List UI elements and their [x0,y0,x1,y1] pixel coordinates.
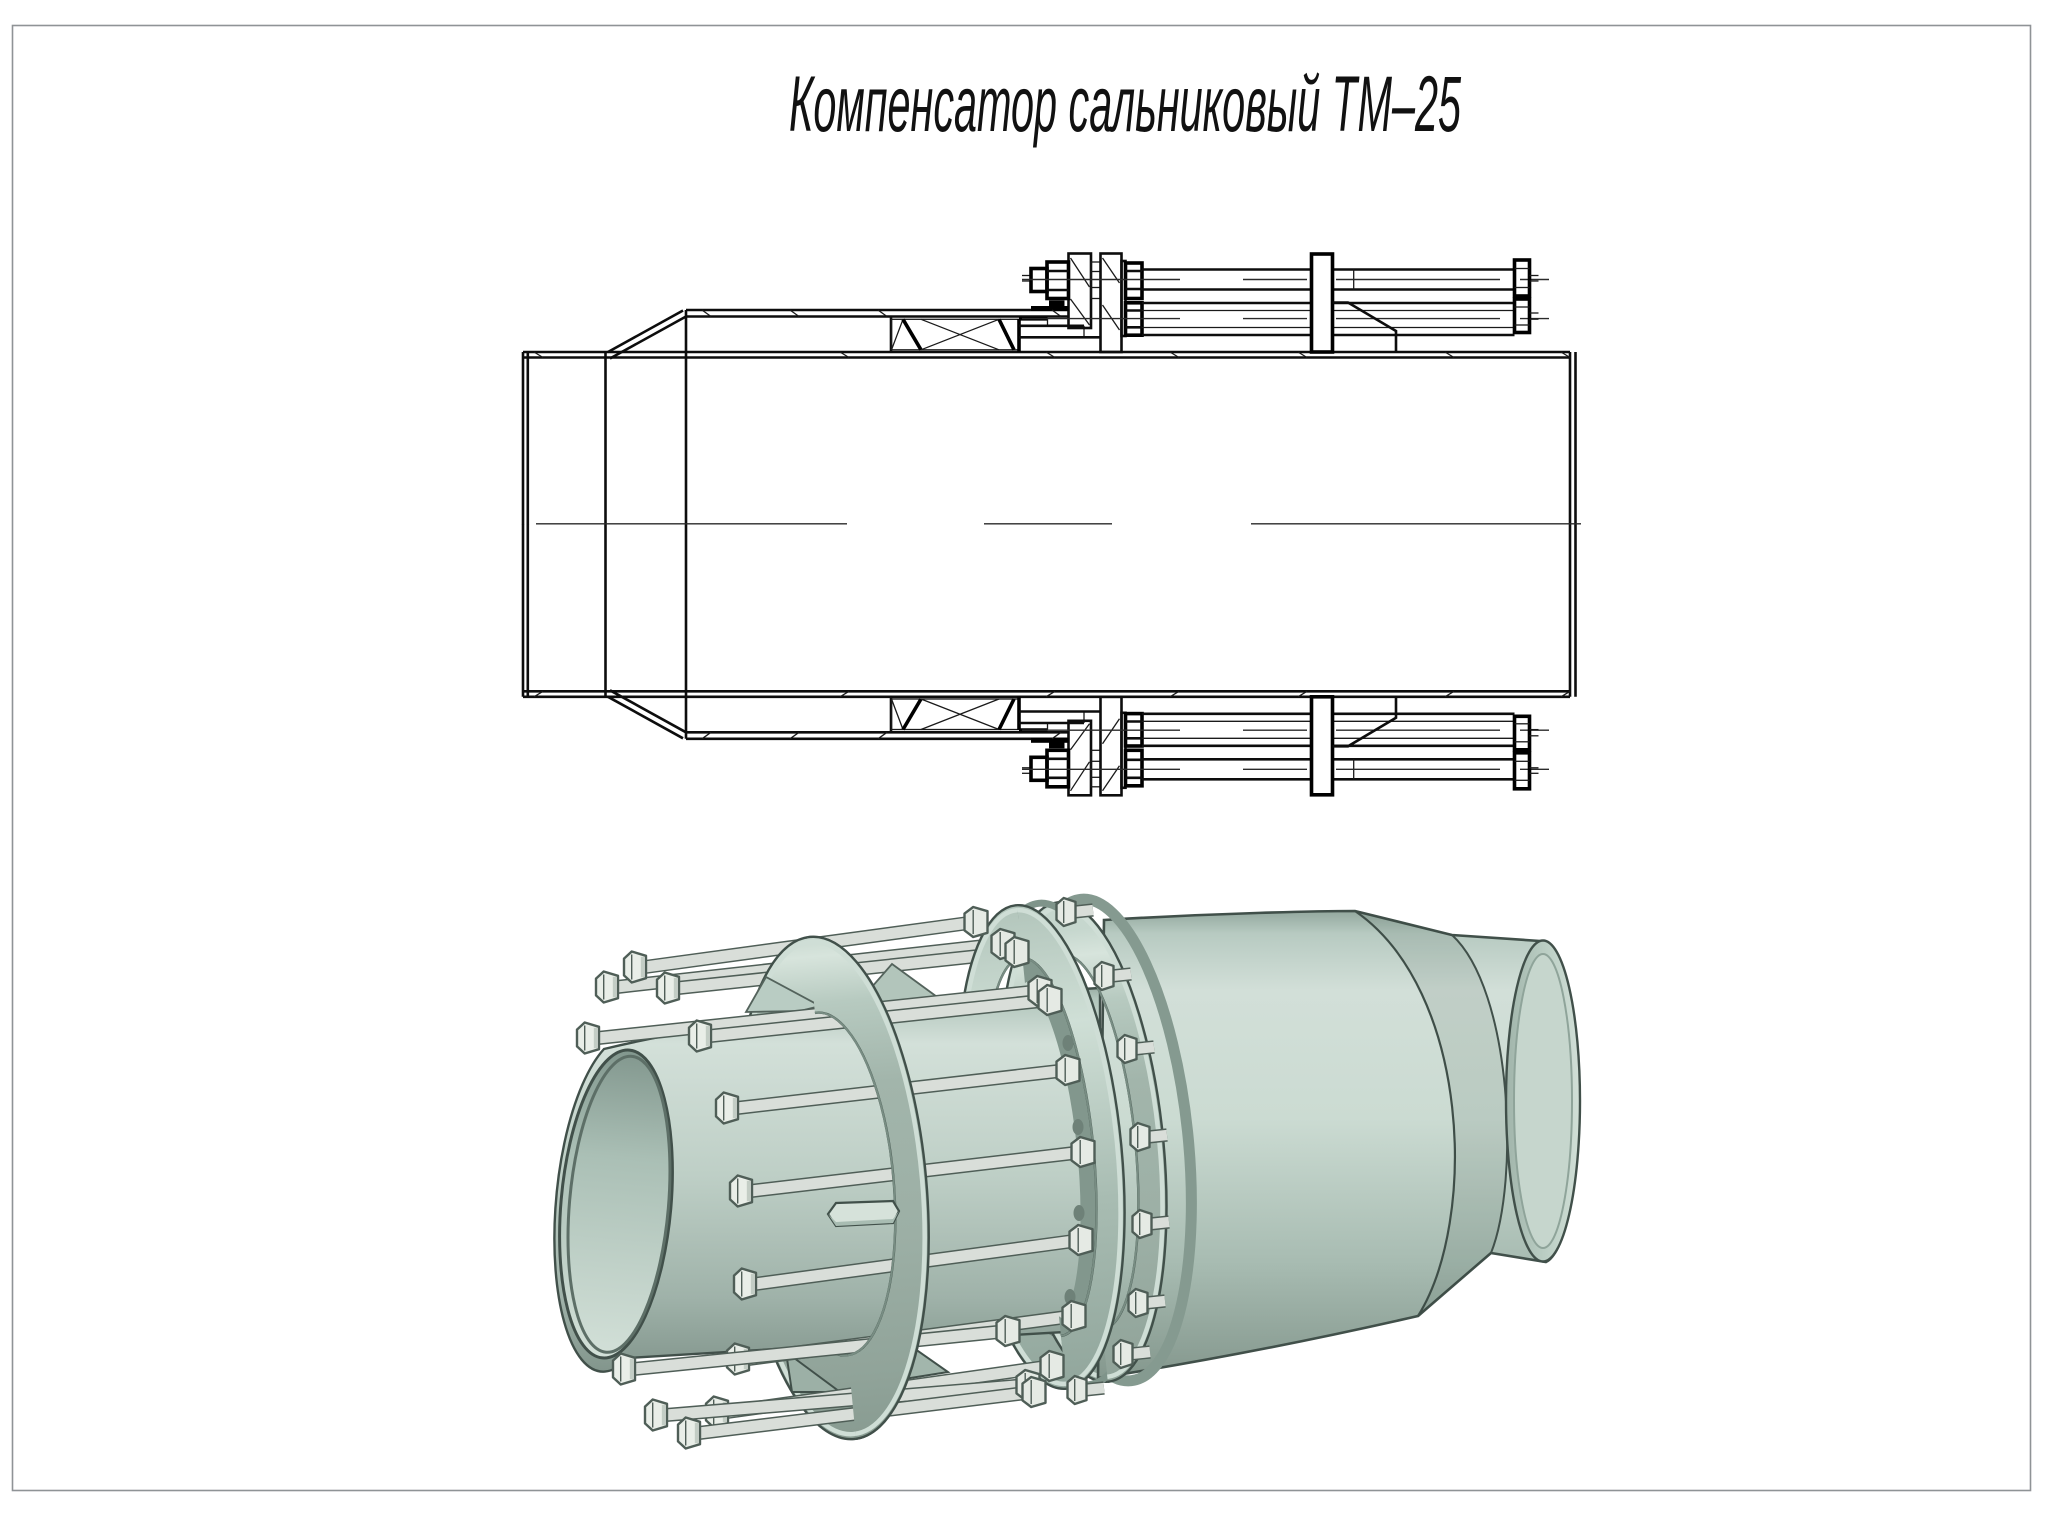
svg-text:Компенсатор сальниковый ТМ–25: Компенсатор сальниковый ТМ–25 [789,59,1462,148]
